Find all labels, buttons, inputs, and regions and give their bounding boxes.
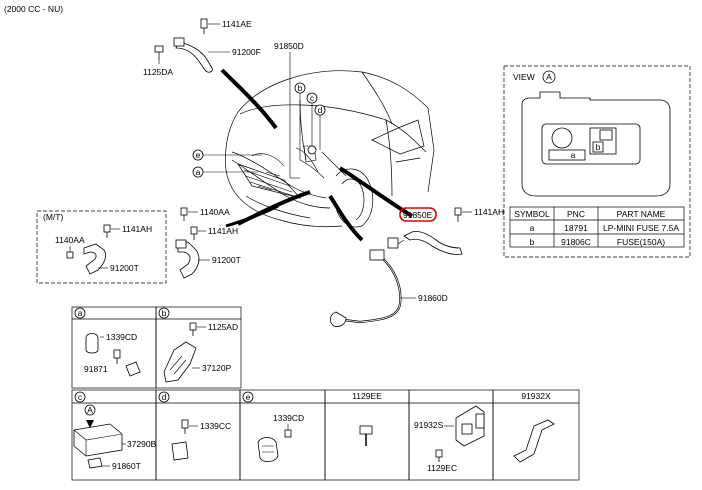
table-cell: a (530, 223, 535, 233)
label-1140AA: 1140AA (200, 207, 230, 217)
callouts: b c d e a (192, 82, 326, 178)
svg-text:e: e (196, 150, 201, 160)
part-1141AE: 1141AE (200, 18, 252, 34)
table-header-part-name: PART NAME (617, 209, 666, 219)
detail-e-1339CD: 1339CD (273, 413, 304, 423)
part-1140AA: 1140AA (180, 207, 230, 221)
detail-g-91932S: 91932S (414, 420, 444, 430)
detail-b-letter: b (162, 308, 167, 318)
detail-b-37120P: 37120P (202, 363, 232, 373)
part-91860D-cable: 91860D (330, 231, 463, 327)
view-inner-b: b (596, 142, 601, 152)
svg-text:a: a (196, 167, 201, 177)
detail-1129EE-header: 1129EE (352, 391, 382, 401)
mt-label-1140AA: 1140AA (55, 235, 85, 245)
detail-box-91932S: 91932S 1129EC (414, 405, 485, 473)
detail-box-b: b 1125AD 37120P (158, 307, 238, 383)
part-91200T-mid: 91200T (175, 239, 241, 279)
leader-strokes (220, 68, 414, 242)
detail-box-1129EE: 1129EE (352, 391, 382, 446)
label-91860D: 91860D (418, 293, 448, 303)
detail-c-letter: c (78, 392, 83, 402)
detail-c-ref: A (87, 405, 93, 415)
svg-text:c: c (310, 93, 315, 103)
callout-c: c (306, 92, 318, 146)
detail-c-91860T: 91860T (112, 461, 141, 471)
view-inner-a: a (571, 150, 576, 160)
part-91850E: 91850E (399, 207, 437, 222)
detail-a-letter: a (78, 308, 83, 318)
callout-b: b (294, 82, 306, 160)
detail-91932X-header: 91932X (521, 391, 551, 401)
part-91850D: 91850D (274, 41, 304, 179)
detail-a-1339CD: 1339CD (106, 332, 137, 342)
part-1141AH-right: 1141AH (454, 207, 504, 222)
part-1141AH-mid: 1141AH (190, 226, 238, 240)
svg-text:b: b (298, 83, 303, 93)
label-91850E: 91850E (403, 210, 433, 220)
table-header-pnc: PNC (567, 209, 585, 219)
detail-grid (71, 306, 580, 481)
label-91850D: 91850D (274, 41, 304, 51)
callout-e: e (192, 149, 262, 161)
detail-c-37290B: 37290B (127, 439, 157, 449)
car-outline (225, 70, 435, 228)
view-ref: A (546, 72, 552, 82)
callout-d: d (314, 104, 326, 150)
mt-label-91200T: 91200T (110, 263, 139, 273)
detail-d-1339CC: 1339CC (200, 421, 231, 431)
callout-a: a (192, 166, 258, 178)
detail-box-a: a 1339CD 91871 (74, 307, 141, 377)
label-1141AH-right: 1141AH (474, 207, 504, 217)
detail-box-e: e 1339CD (242, 391, 304, 462)
view-table: SYMBOL PNC PART NAME a 18791 LP-MINI FUS… (509, 206, 685, 248)
detail-d-letter: d (162, 392, 167, 402)
mt-title: (M/T) (43, 212, 63, 222)
svg-text:d: d (318, 105, 323, 115)
part-1125DA: 1125DA (143, 45, 173, 77)
table-cell: 91806C (561, 237, 591, 247)
label-1141AH-mid: 1141AH (208, 226, 238, 236)
detail-e-letter: e (246, 392, 251, 402)
highlight-91850E (399, 207, 437, 222)
detail-a-91871: 91871 (84, 364, 108, 374)
label-1141AE: 1141AE (222, 19, 252, 29)
table-cell: 18791 (564, 223, 588, 233)
detail-box-91932X: 91932X (513, 391, 555, 463)
mt-box: (M/T) 1141AH 1140AA 91200T (36, 210, 167, 284)
label-91200T-mid: 91200T (212, 255, 241, 265)
detail-b-1125AD: 1125AD (208, 322, 238, 332)
label-1125DA: 1125DA (143, 67, 173, 77)
table-cell: FUSE(150A) (617, 237, 665, 247)
mt-label-1141AH: 1141AH (122, 224, 152, 234)
detail-g-1129EC: 1129EC (427, 463, 457, 473)
view-title: VIEW (513, 72, 535, 82)
view-box: VIEW A a b SYMBOL PNC PART NAME a 18791 … (503, 65, 691, 258)
label-91200F: 91200F (232, 47, 261, 57)
diagram-title: (2000 CC - NU) (4, 4, 63, 14)
table-header-symbol: SYMBOL (514, 209, 550, 219)
detail-box-c: c A 37290B 91860T (73, 391, 157, 471)
part-91200F-cable: 91200F (173, 37, 261, 73)
table-cell: LP-MINI FUSE 7.5A (603, 223, 679, 233)
table-cell: b (530, 237, 535, 247)
detail-box-d: d 1339CC (158, 391, 231, 461)
